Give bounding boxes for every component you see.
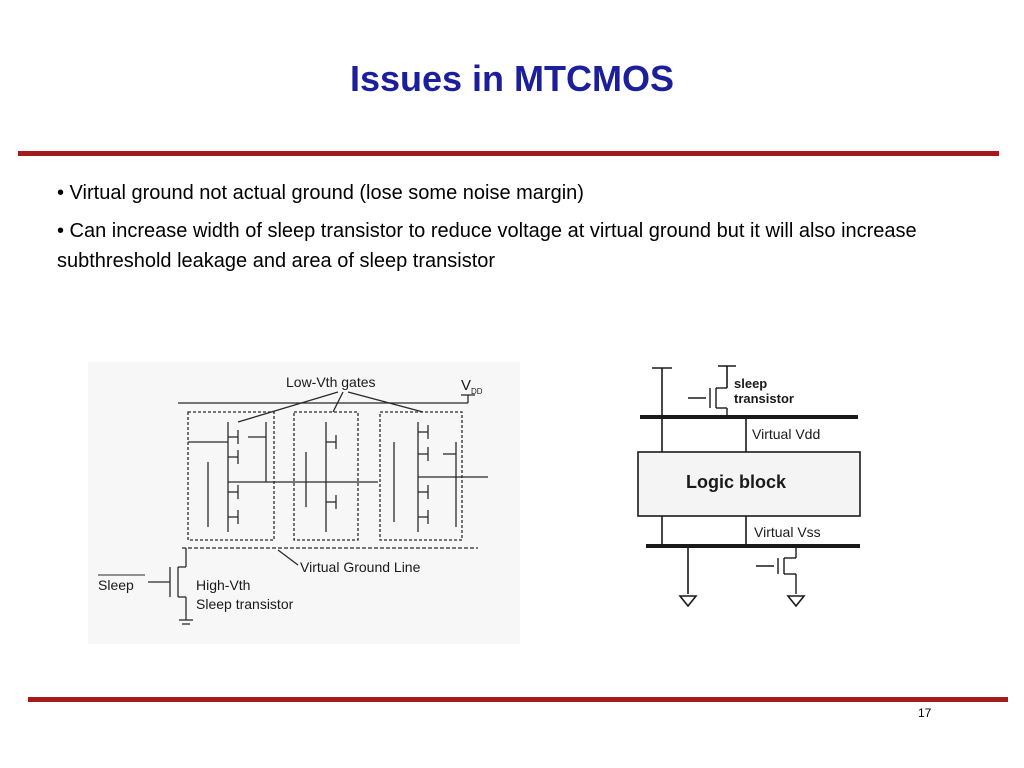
- virtual-vdd-label: Virtual Vdd: [752, 426, 820, 442]
- bullet-item: • Can increase width of sleep transistor…: [57, 220, 917, 272]
- virtual-ground-line-label: Virtual Ground Line: [300, 559, 421, 575]
- top-divider: [18, 151, 999, 156]
- vdd-label: V: [461, 377, 471, 394]
- logic-block-label: Logic block: [686, 472, 787, 492]
- bullet-list: • Virtual ground not actual ground (lose…: [57, 178, 967, 284]
- sleep-label: sleep: [734, 376, 767, 391]
- page-number: 17: [918, 706, 932, 720]
- high-vth-label: High-Vth: [196, 577, 250, 593]
- mtcmos-circuit-diagram: Low-Vth gates V DD Virtual Ground Line S…: [88, 362, 520, 644]
- bottom-divider: [28, 697, 1008, 702]
- transistor-label: transistor: [734, 391, 794, 406]
- sleep-signal-label: Sleep: [98, 577, 134, 593]
- slide-title: Issues in MTCMOS: [349, 58, 675, 99]
- logic-block-diagram: sleep transistor Virtual Vdd Logic block…: [628, 360, 868, 620]
- vdd-subscript: DD: [471, 387, 483, 396]
- mtcmos-circuit-svg: Low-Vth gates V DD Virtual Ground Line S…: [88, 362, 520, 644]
- bullet-item: • Virtual ground not actual ground (lose…: [57, 182, 584, 204]
- sleep-transistor-label: Sleep transistor: [196, 596, 294, 612]
- low-vth-gates-label: Low-Vth gates: [286, 374, 376, 390]
- logic-block-svg: sleep transistor Virtual Vdd Logic block…: [637, 365, 861, 608]
- virtual-vss-label: Virtual Vss: [754, 524, 821, 540]
